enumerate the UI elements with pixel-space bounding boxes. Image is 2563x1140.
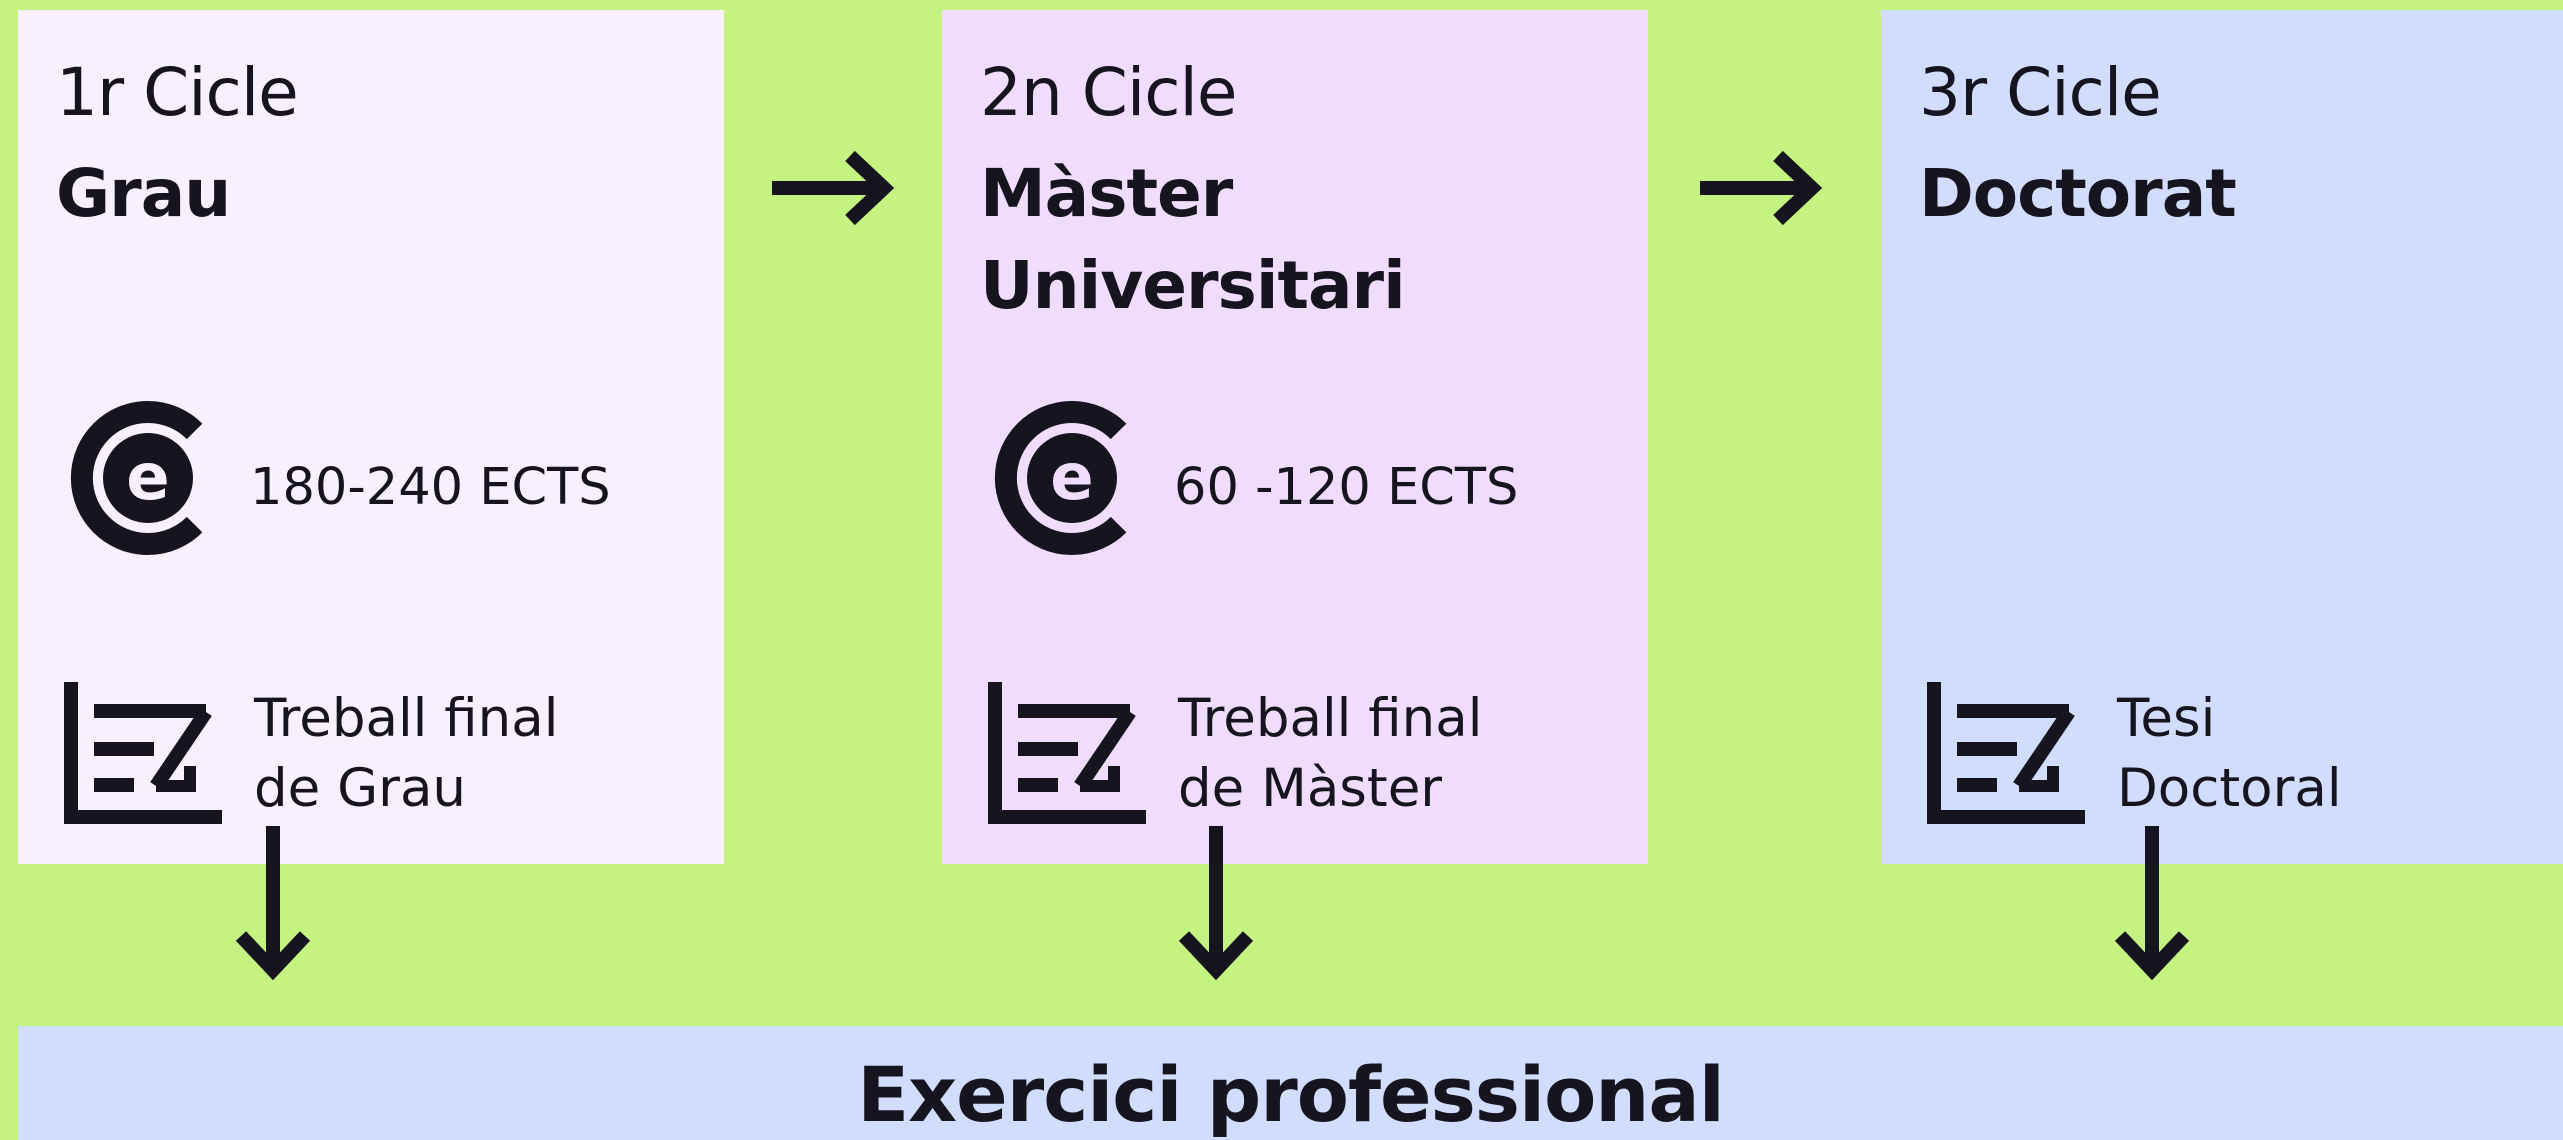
ects-icon: e (70, 401, 203, 555)
cycle-title: Grau (56, 155, 231, 232)
thesis-icon (1927, 682, 2085, 824)
final-work-label: Treball final de Màster (1178, 688, 1483, 819)
cycle-label: 1r Cicle (56, 54, 299, 131)
svg-text:e: e (126, 441, 169, 515)
cycle-label: 2n Cicle (980, 54, 1237, 131)
svg-text:e: e (1050, 441, 1093, 515)
down-arrow-icon (2114, 826, 2190, 981)
cycle-2-box: 2n Cicle Màster Universitari e 60 -120 E… (942, 10, 1648, 864)
down-arrow-icon (235, 826, 311, 981)
final-work-label: Treball final de Grau (254, 688, 559, 819)
down-arrow-icon (1178, 826, 1254, 981)
ects-credits: 60 -120 ECTS (1174, 458, 1519, 517)
bar-label: Exercici professional (857, 1050, 1725, 1139)
final-work-label: Tesi Doctoral (2117, 688, 2342, 819)
right-arrow-icon (772, 150, 895, 226)
ects-credits: 180-240 ECTS (250, 458, 611, 517)
professional-practice-bar: Exercici professional (18, 1026, 2563, 1140)
ects-icon: e (994, 401, 1127, 555)
thesis-icon (64, 682, 222, 824)
cycle-1-box: 1r Cicle Grau e 180-240 ECTS Treball fin… (18, 10, 724, 864)
cycle-label: 3r Cicle (1919, 54, 2162, 131)
cycle-title: Doctorat (1919, 155, 2237, 232)
cycle-title: Màster Universitari (980, 155, 1406, 324)
right-arrow-icon (1700, 150, 1823, 226)
cycle-3-box: 3r Cicle Doctorat Tesi Doctoral (1881, 10, 2563, 864)
thesis-icon (988, 682, 1146, 824)
